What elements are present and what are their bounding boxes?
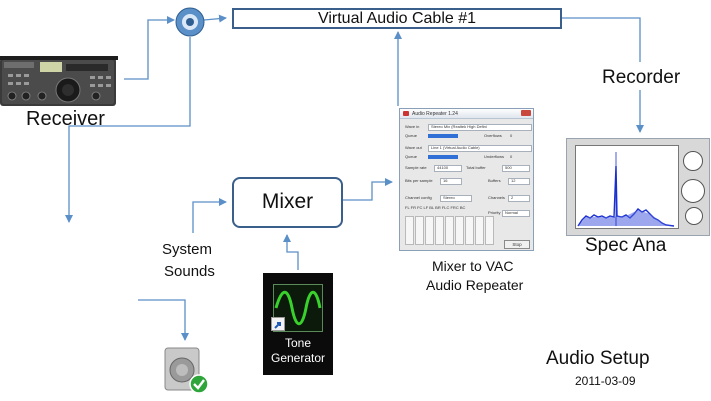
total-buffer-select[interactable]: 500 xyxy=(502,165,530,172)
priority-value: Normal xyxy=(505,210,518,215)
mixer-to-vac-label-line1: Mixer to VAC xyxy=(432,258,514,274)
queue-in-meter xyxy=(428,134,458,138)
level-meter xyxy=(415,216,424,245)
sample-rate-label: Sample rate xyxy=(405,165,427,170)
knob-icon[interactable] xyxy=(685,207,703,225)
level-meter xyxy=(405,216,414,245)
arrow-mixer-to-repeater xyxy=(343,178,393,201)
sample-rate-value: 44100 xyxy=(437,165,449,170)
level-meter xyxy=(465,216,474,245)
overflows-value: 0 xyxy=(510,133,513,138)
spec-ana-label: Spec Ana xyxy=(585,235,667,256)
sample-rate-select[interactable]: 44100 xyxy=(434,165,462,172)
channel-config-select[interactable]: Stereo xyxy=(440,195,472,202)
queue-out-label: Queue xyxy=(405,154,418,159)
buffers-value: 12 xyxy=(511,178,516,183)
system-sounds-label-line2: Sounds xyxy=(164,263,215,280)
level-meter xyxy=(435,216,444,245)
arrow-tone-to-mixer xyxy=(283,234,299,270)
spectrum-plot xyxy=(575,145,679,229)
channel-config-label: Channel config xyxy=(405,195,432,200)
buffers-select[interactable]: 12 xyxy=(508,178,530,185)
channels-select[interactable]: 2 xyxy=(508,195,530,202)
bits-per-sample-label: Bits per sample xyxy=(405,178,433,183)
tone-generator-label: Tone Generator xyxy=(270,336,326,365)
buffers-label: Buffers xyxy=(488,178,501,183)
recorder-label: Recorder xyxy=(602,67,681,88)
close-icon[interactable] xyxy=(521,110,531,116)
bits-value: 16 xyxy=(443,178,448,183)
wave-in-value: Stereo Mix (Realtek High Defini xyxy=(431,124,487,129)
wave-out-value: Line 1 (Virtual Audio Cable) xyxy=(431,145,480,150)
arrow-hub-down xyxy=(65,37,191,223)
overflows-label: Overflows xyxy=(484,133,502,138)
bits-select[interactable]: 16 xyxy=(440,178,462,185)
diagram-title: Audio Setup xyxy=(546,348,650,369)
repeater-titlebar: Audio Repeater 1.24 xyxy=(400,109,533,119)
level-meter xyxy=(425,216,434,245)
level-meter xyxy=(485,216,494,245)
hub-icon xyxy=(175,7,205,37)
knob-icon[interactable] xyxy=(681,179,705,203)
priority-label: Priority xyxy=(488,210,501,215)
level-meter xyxy=(475,216,484,245)
spectrum-analyzer-window xyxy=(566,138,710,236)
wave-in-select[interactable]: Stereo Mix (Realtek High Defini xyxy=(428,124,532,131)
wave-out-select[interactable]: Line 1 (Virtual Audio Cable) xyxy=(428,145,532,152)
arrow-receiver-to-hub xyxy=(124,16,175,80)
tone-generator-shortcut[interactable]: Tone Generator xyxy=(263,273,333,375)
repeater-app-icon xyxy=(403,111,409,116)
receiver-label: Receiver xyxy=(26,108,105,130)
level-meter xyxy=(455,216,464,245)
diagram-date: 2011-03-09 xyxy=(575,374,636,388)
virtual-audio-cable-box: Virtual Audio Cable #1 xyxy=(232,8,562,29)
arrow-vac-to-spec xyxy=(562,17,641,62)
wave-out-label: Wave out xyxy=(405,145,422,150)
arrow-system-to-mixer xyxy=(192,198,227,233)
shortcut-arrow-icon xyxy=(271,317,285,331)
arrow-hub-to-vac xyxy=(203,14,227,23)
channels-label: Channels xyxy=(488,195,505,200)
underflows-label: Underflows xyxy=(484,154,505,159)
knob-icon[interactable] xyxy=(683,151,703,171)
speaker-icon xyxy=(164,347,209,394)
total-buffer-value: 500 xyxy=(505,165,512,170)
mixer-to-vac-label-line2: Audio Repeater xyxy=(426,277,524,293)
system-sounds-label-line1: System xyxy=(162,241,213,258)
channel-names: FL FR FC LF BL BR FLC FRC BC xyxy=(405,205,466,210)
queue-in-label: Queue xyxy=(405,133,418,138)
priority-select[interactable]: Normal xyxy=(502,210,530,217)
underflows-value: 0 xyxy=(510,154,513,159)
arrow-to-speaker xyxy=(138,299,189,341)
channel-config-value: Stereo xyxy=(443,195,455,200)
spectrum-trace xyxy=(577,152,675,227)
mixer-box: Mixer xyxy=(232,177,343,228)
wave-in-label: Wave in xyxy=(405,124,420,129)
repeater-title: Audio Repeater 1.24 xyxy=(412,111,458,117)
queue-out-meter xyxy=(428,155,458,159)
total-buffer-label: Total buffer xyxy=(466,165,486,170)
stop-button[interactable]: Stop xyxy=(504,240,530,249)
level-meter xyxy=(445,216,454,245)
receiver-image xyxy=(0,56,118,106)
channels-value: 2 xyxy=(511,195,514,200)
